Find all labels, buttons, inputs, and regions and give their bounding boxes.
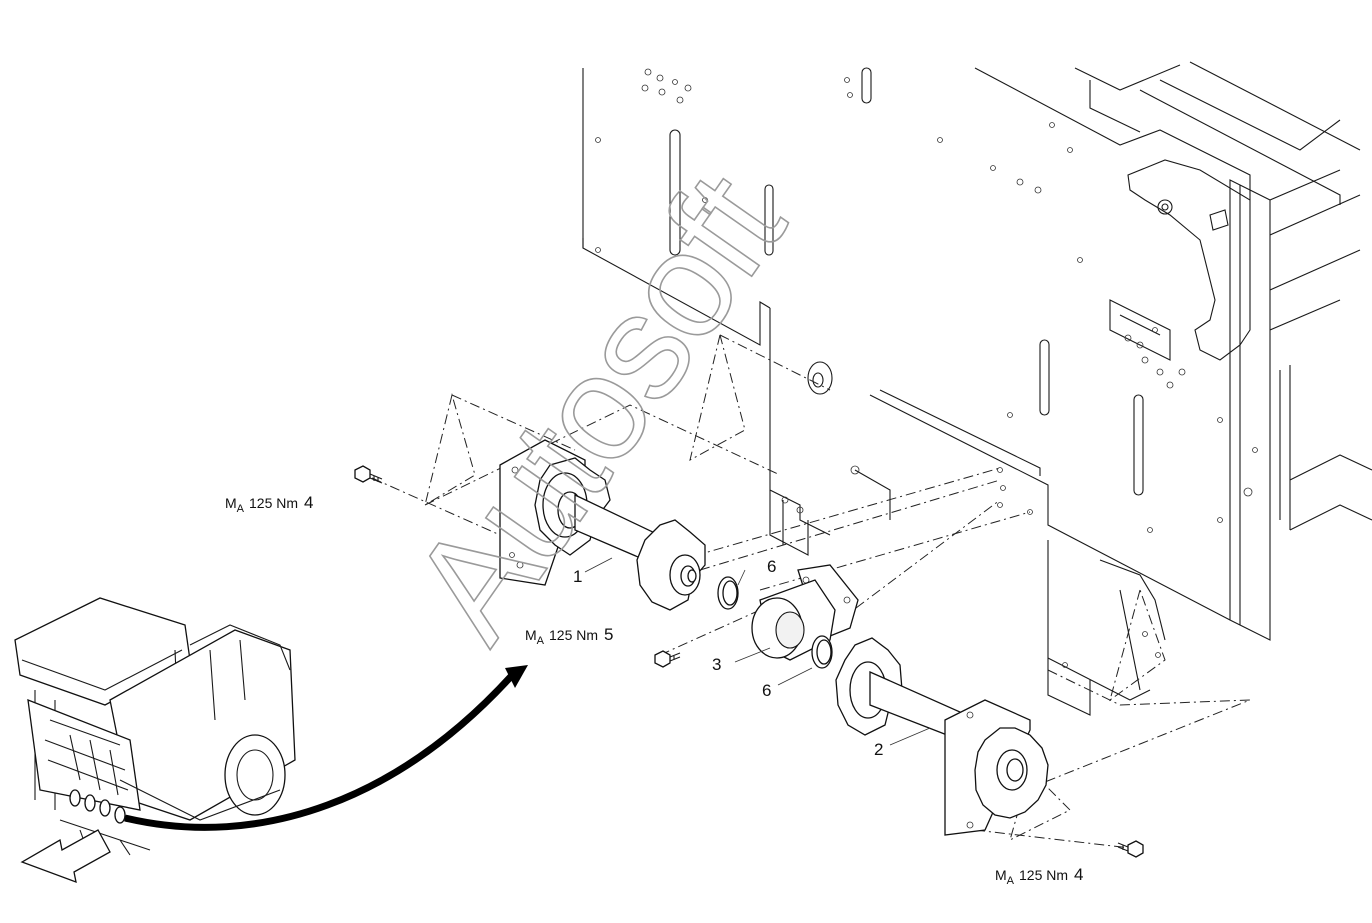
part-number-1: 1 [573, 567, 582, 586]
part-number-6-lower: 6 [762, 681, 771, 700]
bolt-4-top [354, 465, 383, 484]
part-number-2: 2 [874, 740, 883, 759]
shaft-assembly-1 [499, 439, 706, 611]
part-number-6-upper: 6 [767, 557, 776, 576]
bearing-assembly-3 [717, 564, 859, 669]
assembly-lines [371, 334, 1251, 849]
leader-lines [584, 557, 931, 746]
shaft-assembly-2 [835, 637, 1049, 836]
bolt-4-bottom [1117, 840, 1144, 858]
paver-overview-sketch [14, 597, 528, 884]
watermark: Autosoft [379, 145, 816, 669]
machine-frame [582, 61, 1372, 716]
bolt-5 [654, 650, 681, 668]
part-number-3: 3 [712, 655, 721, 674]
